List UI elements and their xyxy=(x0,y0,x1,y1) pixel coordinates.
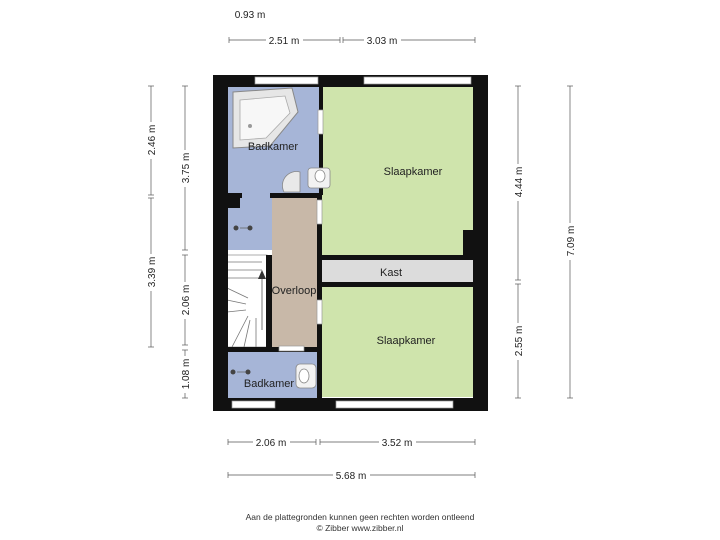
interior-walls xyxy=(227,85,475,398)
dimension-left-inner-bottom: 1.08 m xyxy=(181,359,192,390)
dimension-left-inner-top: 3.75 m xyxy=(181,153,192,184)
sink-icon-bottom xyxy=(230,369,251,375)
room-label-bathroom-top: Badkamer xyxy=(248,141,298,153)
dimension-top-right: 3.03 m xyxy=(367,36,398,47)
dimension-top-small: 0.93 m xyxy=(235,10,266,21)
room-label-bedroom-bottom: Slaapkamer xyxy=(377,335,436,347)
doors xyxy=(278,109,324,352)
dimension-label-backgrounds xyxy=(144,33,577,482)
storage-area xyxy=(321,260,475,282)
dimension-bottom-left: 2.06 m xyxy=(256,438,287,449)
dimension-left-outer-bottom: 3.39 m xyxy=(147,257,158,288)
stairs-icon xyxy=(226,254,268,348)
dimension-right-outer: 7.09 m xyxy=(566,226,577,257)
dimension-bottom-total: 5.68 m xyxy=(336,471,367,482)
toilet-icon-bottom xyxy=(295,363,317,389)
bedroom-top-area xyxy=(321,85,473,260)
toilet-icon xyxy=(307,167,331,189)
dimension-left-outer-top: 2.46 m xyxy=(147,125,158,156)
floor-drain-icon xyxy=(233,225,253,231)
landing-area xyxy=(272,197,317,347)
dimension-top-left: 2.51 m xyxy=(269,36,300,47)
room-label-bedroom-top: Slaapkamer xyxy=(384,166,443,178)
dimension-bottom-right: 3.52 m xyxy=(382,438,413,449)
windows xyxy=(231,76,472,409)
dimension-left-inner-middle: 2.06 m xyxy=(181,285,192,316)
dimension-right-inner-top: 4.44 m xyxy=(514,167,525,198)
room-label-landing: Overloop xyxy=(272,285,317,297)
room-label-bathroom-bottom: Badkamer xyxy=(244,378,294,390)
room-label-storage: Kast xyxy=(380,267,402,279)
bedroom-bottom-area xyxy=(321,287,475,397)
dimension-right-inner-bottom: 2.55 m xyxy=(514,326,525,357)
sink-icon xyxy=(282,171,301,193)
bathtub-icon xyxy=(232,87,299,149)
footer-copyright: © Zibber www.zibber.nl xyxy=(316,523,404,533)
footer-disclaimer: Aan de plattegronden kunnen geen rechten… xyxy=(245,512,475,522)
